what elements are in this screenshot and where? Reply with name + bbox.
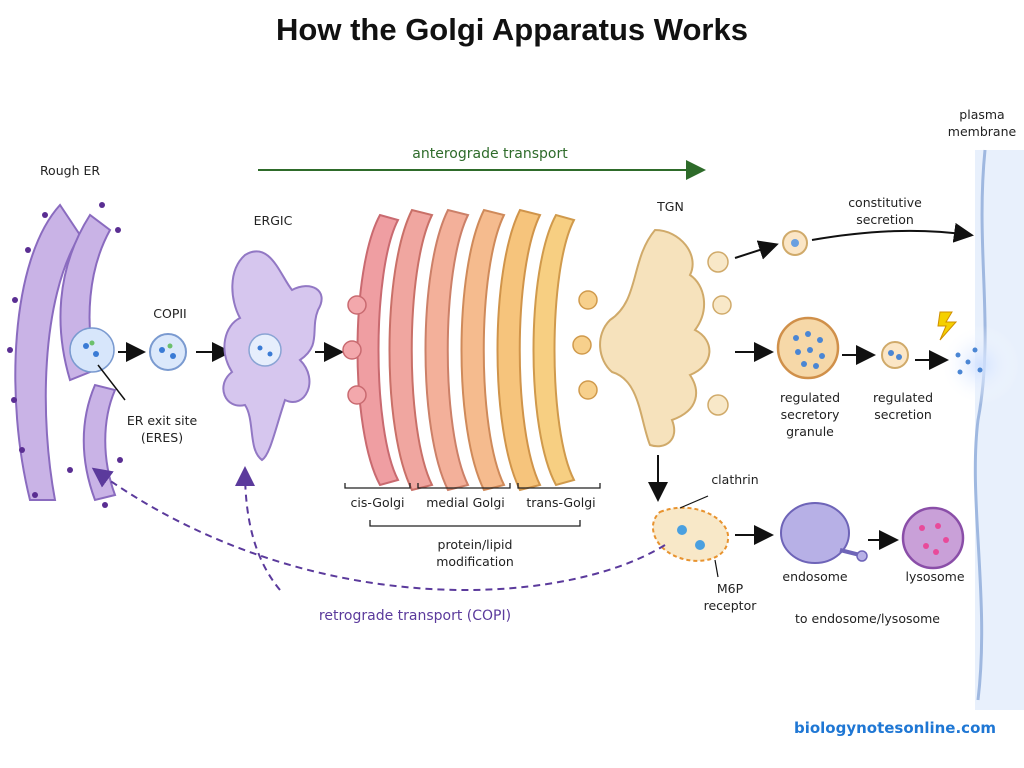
lysosome [901,506,965,570]
ergic [222,250,323,462]
tgn [599,228,732,448]
copii-vesicle [149,333,187,371]
endosome [780,502,868,564]
m6p-receptor-label: M6P receptor [703,581,757,613]
trans-golgi-label: trans-Golgi [526,495,596,510]
lightning-icon [937,311,958,341]
clathrin-vesicle [651,506,730,562]
plasma-membrane-label: plasma membrane [947,107,1017,139]
regulated-secretion-vesicle [881,341,909,369]
footer-credit: biologynotesonline.com [793,719,996,737]
er-exit-site-label: ER exit site (ERES) [126,413,198,445]
released-contents [955,347,983,375]
anterograde-label: anterograde transport [412,146,568,162]
rough-er-label: Rough ER [39,163,101,178]
golgi-brackets [344,483,601,527]
cis-golgi-label: cis-Golgi [350,495,405,510]
medial-golgi-label: medial Golgi [426,495,505,510]
constitutive-secretion-label: constitutive secretion [848,195,922,227]
protein-modification-label: protein/lipid modification [436,537,514,569]
tgn-label: TGN [657,199,684,214]
to-endosome-label: to endosome/lysosome [794,611,940,626]
rough-er [7,202,126,508]
ergic-label: ERGIC [253,213,293,228]
golgi-stack [342,208,598,492]
endosome-label: endosome [782,569,848,584]
regulated-granule [776,316,840,380]
lysosome-label: lysosome [905,569,965,584]
page-title: How the Golgi Apparatus Works [276,12,748,47]
plasma-membrane [940,149,1024,710]
regulated-granule-label: regulated secretory granule [779,390,841,439]
constitutive-vesicle [782,230,808,256]
regulated-secretion-label: regulated secretion [872,390,934,422]
copii-label: COPII [153,306,187,321]
retrograde-label: retrograde transport (COPI) [318,608,512,624]
clathrin-label: clathrin [711,472,759,487]
